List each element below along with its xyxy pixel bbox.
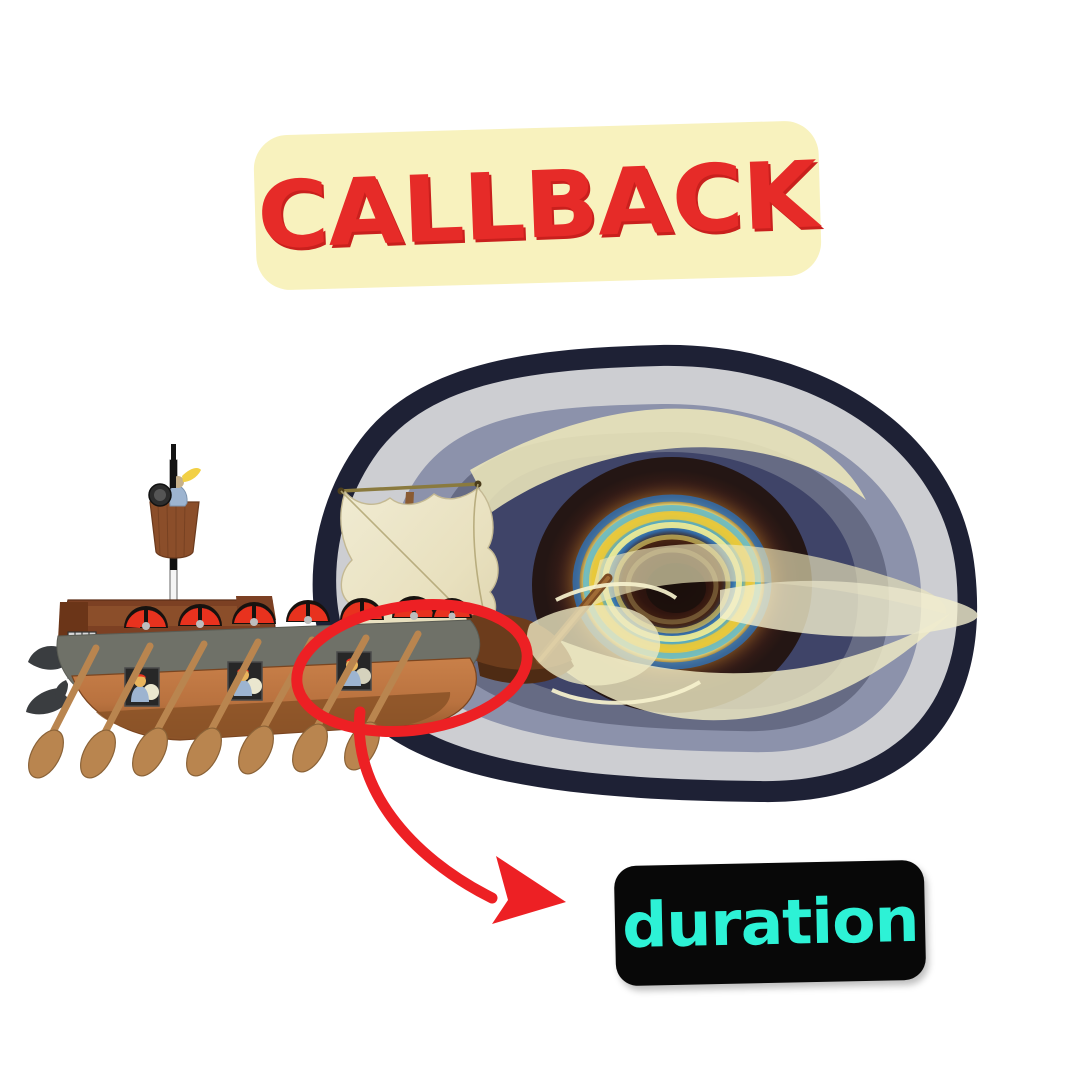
crow-nest-lookout [148, 444, 201, 559]
duration-label: duration [621, 882, 919, 963]
annotation-layer [291, 599, 566, 924]
duration-badge: duration [613, 859, 927, 987]
highlight-ellipse [291, 599, 533, 737]
title-banner: CALLBACK [252, 120, 823, 291]
ship-oars [44, 630, 422, 746]
vortex-light-streaks [470, 408, 978, 721]
pointer-arrow [353, 706, 498, 904]
pointer-arrow-head [492, 856, 566, 924]
stern-scroll [55, 680, 68, 702]
page-title: CALLBACK [255, 140, 820, 270]
vortex-foreground-glow [526, 582, 702, 705]
